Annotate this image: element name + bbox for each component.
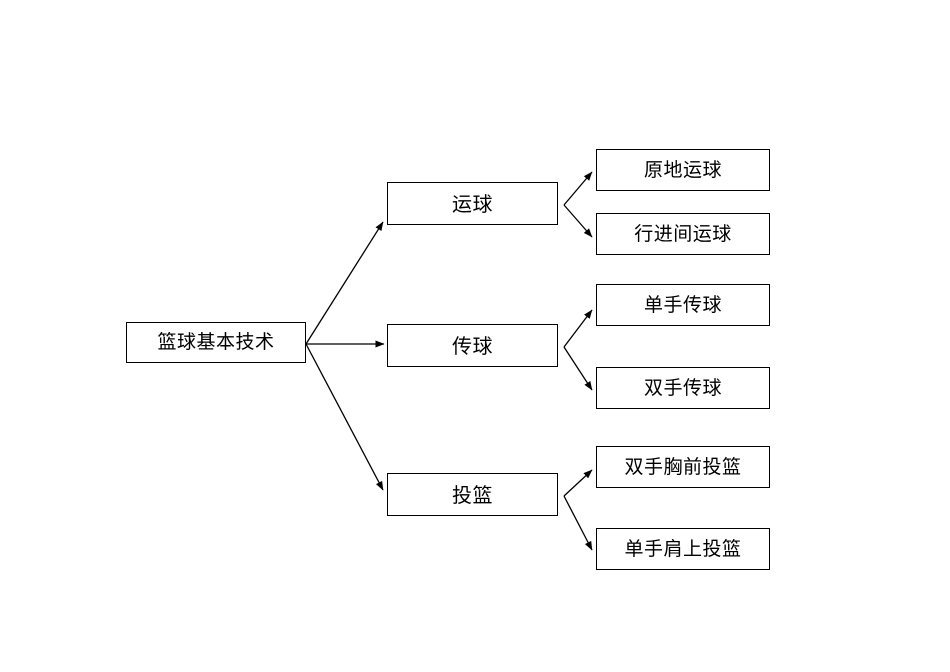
node-leaf-shoot-one-hand-shoulder[interactable]: 单手肩上投篮 bbox=[596, 528, 770, 570]
node-branch-pass[interactable]: 传球 bbox=[387, 324, 558, 367]
connector-shoot-to-chest bbox=[563, 469, 593, 497]
connector-dribble-to-stationary bbox=[563, 171, 593, 206]
node-leaf-dribble-stationary[interactable]: 原地运球 bbox=[596, 149, 770, 191]
node-leaf-shoot-one-hand-shoulder-label: 单手肩上投篮 bbox=[624, 537, 742, 560]
connector-pass-to-two-hand bbox=[563, 346, 593, 391]
node-leaf-shoot-two-hand-chest-label: 双手胸前投篮 bbox=[624, 455, 742, 478]
node-leaf-pass-one-hand-label: 单手传球 bbox=[643, 293, 722, 316]
node-leaf-pass-two-hand-label: 双手传球 bbox=[643, 376, 722, 399]
connector-root-to-shoot bbox=[305, 343, 384, 491]
node-root-basketball-fundamentals[interactable]: 篮球基本技术 bbox=[126, 322, 306, 363]
node-branch-shoot[interactable]: 投篮 bbox=[387, 473, 558, 516]
node-branch-dribble-label: 运球 bbox=[452, 191, 493, 216]
node-leaf-pass-one-hand[interactable]: 单手传球 bbox=[596, 284, 770, 326]
node-leaf-shoot-two-hand-chest[interactable]: 双手胸前投篮 bbox=[596, 446, 770, 488]
node-leaf-dribble-moving[interactable]: 行进间运球 bbox=[596, 213, 770, 255]
node-branch-pass-label: 传球 bbox=[452, 333, 493, 358]
node-branch-shoot-label: 投篮 bbox=[452, 482, 493, 507]
node-leaf-dribble-stationary-label: 原地运球 bbox=[643, 158, 722, 181]
node-root-label: 篮球基本技术 bbox=[157, 331, 275, 354]
node-branch-dribble[interactable]: 运球 bbox=[387, 182, 558, 225]
connector-pass-to-one-hand bbox=[563, 309, 593, 348]
connector-shoot-to-shoulder bbox=[563, 495, 593, 551]
connector-dribble-to-moving bbox=[563, 204, 593, 238]
node-leaf-dribble-moving-label: 行进间运球 bbox=[634, 222, 732, 245]
node-leaf-pass-two-hand[interactable]: 双手传球 bbox=[596, 367, 770, 409]
connector-root-to-dribble bbox=[305, 221, 384, 345]
